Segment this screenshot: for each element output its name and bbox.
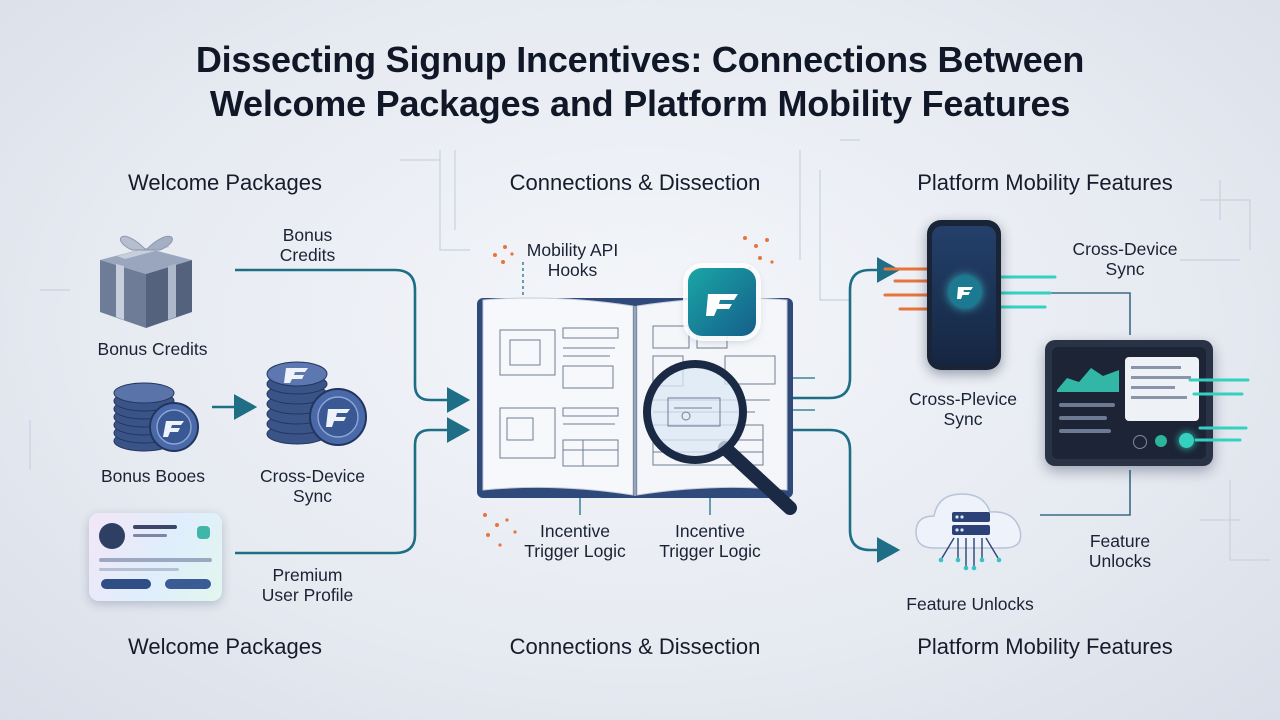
- app-logo-icon: [688, 268, 756, 336]
- profile-card-icon: [89, 513, 222, 601]
- premium-profile-label: Premium User Profile: [261, 565, 354, 605]
- arrow-to-cloud: [792, 428, 901, 563]
- tablet-chart-icon: [1057, 368, 1119, 392]
- coins-sync-caption: Cross-Device Sync: [259, 466, 366, 506]
- trigger-logic-right: Incentive Trigger Logic: [659, 521, 761, 561]
- blue-coin-icon: [266, 361, 367, 446]
- phone-app-icon: [949, 276, 981, 308]
- column-header-mobility: Platform Mobility Features: [917, 170, 1173, 195]
- api-hooks-label: Mobility API Hooks: [526, 240, 619, 280]
- tablet-icon: [1045, 340, 1213, 466]
- bonus-credits-label: Bonus Credits: [279, 225, 336, 265]
- coin-stack-icon: [113, 382, 199, 452]
- arrow-bonus-credits: [235, 268, 471, 413]
- cross-device-sync-label: Cross-Device Sync: [1072, 239, 1178, 279]
- avatar: [99, 523, 125, 549]
- phone-icon: [927, 220, 1001, 370]
- magnifier-icon: [643, 360, 797, 515]
- gift-caption: Bonus Credits: [97, 339, 208, 359]
- title-line-1: Dissecting Signup Incentives: Connection…: [195, 39, 1085, 80]
- feature-unlocks-label: Feature Unlocks: [1088, 531, 1152, 571]
- column-header-connections: Connections & Dissection: [509, 170, 761, 195]
- title-line-2: Welcome Packages and Platform Mobility F…: [209, 83, 1071, 124]
- coins-caption: Bonus Booes: [100, 466, 206, 486]
- arrow-premium-profile: [235, 417, 471, 555]
- tablet-streaks: [1188, 378, 1250, 442]
- cloud-server-icon: [915, 493, 1022, 571]
- gift-box-icon: [100, 235, 192, 328]
- trigger-logic-left: Incentive Trigger Logic: [524, 521, 626, 561]
- arrow-to-phone: [792, 257, 901, 400]
- column-footer-welcome: Welcome Packages: [127, 634, 322, 659]
- cloud-caption: Feature Unlocks: [906, 594, 1034, 614]
- column-footer-connections: Connections & Dissection: [509, 634, 761, 659]
- phone-caption: Cross-Plevice Sync: [909, 389, 1017, 429]
- column-header-welcome: Welcome Packages: [127, 170, 322, 195]
- logo-glyph-icon: [706, 294, 738, 316]
- column-footer-mobility: Platform Mobility Features: [917, 634, 1173, 659]
- page-title: Dissecting Signup Incentives: Connection…: [0, 38, 1280, 126]
